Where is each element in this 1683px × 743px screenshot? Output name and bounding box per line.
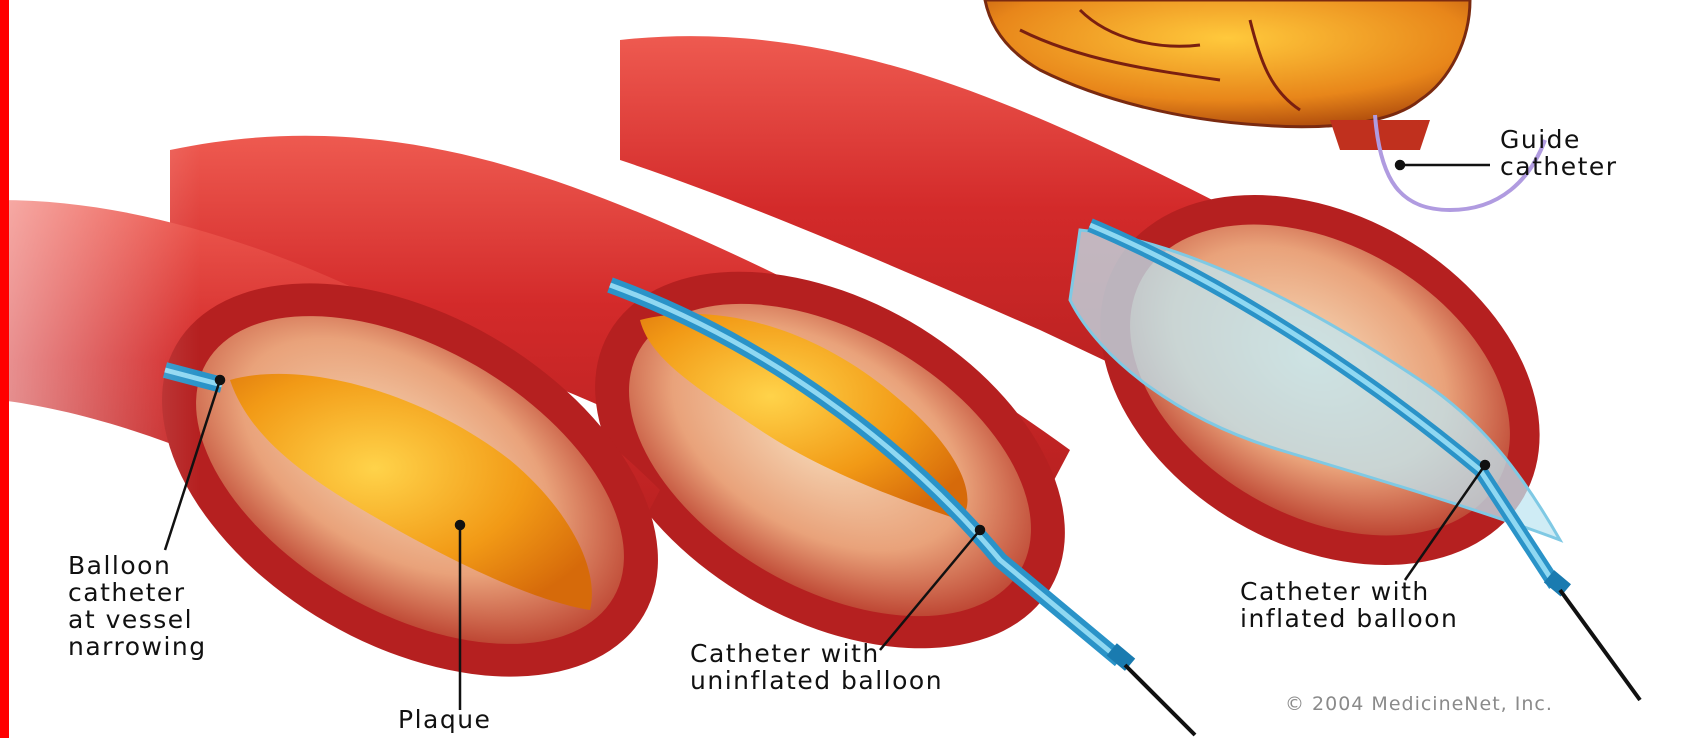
accent-bar xyxy=(0,0,9,738)
label-uninflated-balloon: Catheter with uninflated balloon xyxy=(690,640,943,694)
label-guide-catheter: Guide catheter xyxy=(1500,126,1618,180)
label-plaque: Plaque xyxy=(398,706,491,733)
copyright-notice: © 2004 MedicineNet, Inc. xyxy=(1285,693,1553,715)
label-balloon-catheter: Balloon catheter at vessel narrowing xyxy=(68,552,207,660)
label-inflated-balloon: Catheter with inflated balloon xyxy=(1240,578,1458,632)
